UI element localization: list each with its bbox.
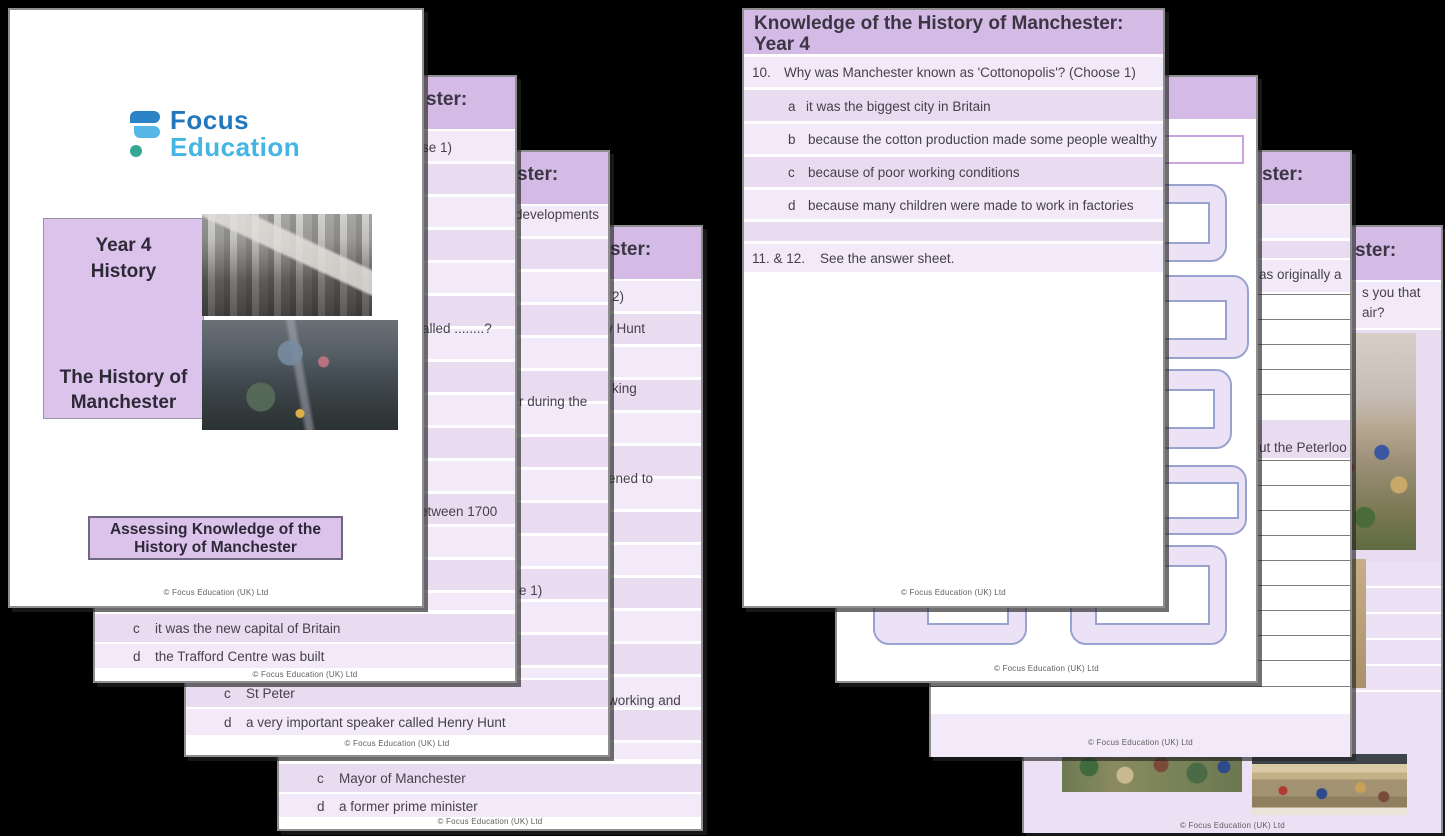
old-document-image (1352, 559, 1366, 688)
option-row: c it was the new capital of Britain (95, 614, 515, 642)
option-letter: c (224, 686, 231, 701)
option-letter: c (317, 771, 324, 786)
option-text: because of poor working conditions (808, 165, 1020, 180)
option-letter: c (788, 165, 795, 180)
option-text: St Peter (246, 686, 295, 701)
question-number: 10. (752, 65, 771, 80)
option-row: d the Trafford Centre was built (95, 644, 515, 668)
option-letter: d (133, 649, 141, 664)
footer-band (931, 714, 1350, 757)
question-fragment: working and (608, 693, 681, 708)
question-fragment: 2) (612, 289, 625, 304)
question-fragment: air? (1362, 305, 1385, 320)
question-fragment: etween 1700 (420, 504, 498, 519)
option-row: d a very important speaker called Henry … (186, 709, 608, 735)
option-text: it was the biggest city in Britain (806, 99, 991, 114)
note-row: 11. & 12. See the answer sheet. (744, 244, 1163, 272)
year-line: Year 4 (95, 235, 152, 256)
question-fragment: r during the (519, 394, 588, 409)
question-text: Why was Manchester known as 'Cottonopoli… (784, 65, 1136, 80)
assessing-line: Assessing Knowledge of the (109, 521, 321, 538)
option-row: b because the cotton production made som… (744, 124, 1163, 154)
option-row: c Mayor of Manchester (279, 764, 701, 792)
option-letter: b (788, 132, 796, 147)
spacer-row (744, 222, 1163, 241)
page-6[interactable]: Knowledge of the History of Manchester: … (742, 8, 1165, 608)
option-text: a former prime minister (339, 799, 478, 814)
option-row: c because of poor working conditions (744, 157, 1163, 187)
question-fragment: ened to (608, 471, 654, 486)
copyright-note: © Focus Education (UK) Ltd (1088, 738, 1193, 747)
page-9-header-fragment: ster: (1355, 240, 1397, 261)
question-fragment: e 1) (519, 583, 543, 598)
copyright-note: © Focus Education (UK) Ltd (163, 588, 269, 597)
option-letter: d (317, 799, 325, 814)
option-row: a it was the biggest city in Britain (744, 90, 1163, 121)
page-cover[interactable]: Focus Education Year 4 History The Histo… (8, 8, 424, 608)
assessing-line: History of Manchester (134, 539, 297, 556)
copyright-note: © Focus Education (UK) Ltd (1180, 821, 1285, 830)
assessing-box: Assessing Knowledge of the History of Ma… (88, 516, 343, 560)
copyright-note: © Focus Education (UK) Ltd (437, 817, 543, 826)
option-letter: c (133, 621, 140, 636)
subject-line: The History of (59, 367, 188, 388)
option-letter: a (788, 99, 796, 114)
peterloo-panorama-image (1252, 754, 1407, 815)
question-fragment: se 1) (422, 140, 453, 155)
option-row: d because many children were made to wor… (744, 190, 1163, 219)
subject-line: Manchester (70, 392, 177, 413)
copyright-note: © Focus Education (UK) Ltd (344, 739, 450, 748)
crowd-painting-image (1062, 750, 1242, 792)
question-fragment: alled ........? (422, 321, 492, 336)
copyright-note: © Focus Education (UK) Ltd (994, 664, 1099, 673)
option-text: because the cotton production made some … (808, 132, 1157, 147)
option-letter: d (788, 198, 796, 213)
modern-manchester-photo (202, 320, 398, 430)
option-row: d a former prime minister (279, 794, 701, 817)
copyright-note: © Focus Education (UK) Ltd (252, 670, 358, 679)
option-letter: d (224, 715, 232, 730)
page-6-header: Knowledge of the History of Manchester: … (744, 10, 1163, 55)
question-fragment: developments (515, 207, 600, 222)
old-manchester-photo (202, 214, 372, 316)
option-text: Mayor of Manchester (339, 771, 466, 786)
option-text: a very important speaker called Henry Hu… (246, 715, 506, 730)
question-fragment: king (612, 381, 637, 396)
option-text: the Trafford Centre was built (155, 649, 325, 664)
question-fragment: ut the Peterloo (1259, 440, 1347, 455)
option-row: c St Peter (186, 680, 608, 707)
logo-f-icon (128, 109, 168, 159)
page-title-line1: Knowledge of the History of Manchester: (754, 13, 1124, 34)
year-subject-box: Year 4 History The History of Manchester (43, 218, 204, 419)
page-3-header-fragment: ster: (517, 164, 559, 185)
logo-word-focus: Focus (170, 105, 250, 135)
page-8-header-fragment: ster: (1262, 164, 1304, 185)
option-text: because many children were made to work … (808, 198, 1134, 213)
page-4-header-fragment: ster: (610, 239, 652, 260)
question-fragment: y Hunt (606, 321, 646, 336)
year-line: History (90, 261, 157, 282)
logo-word-education: Education (170, 132, 301, 162)
page-title-line2: Year 4 (754, 34, 810, 55)
option-text: it was the new capital of Britain (155, 621, 341, 636)
copyright-note: © Focus Education (UK) Ltd (901, 588, 1006, 597)
focus-education-logo: Focus Education (128, 105, 328, 165)
question-fragment: as originally a (1259, 267, 1342, 282)
note-number: 11. & 12. (752, 251, 806, 266)
note-text: See the answer sheet. (820, 251, 955, 266)
question-row: 10. Why was Manchester known as 'Cottono… (744, 57, 1163, 87)
question-fragment: s you that (1362, 285, 1421, 300)
page-2-header-fragment: ster: (426, 89, 468, 110)
